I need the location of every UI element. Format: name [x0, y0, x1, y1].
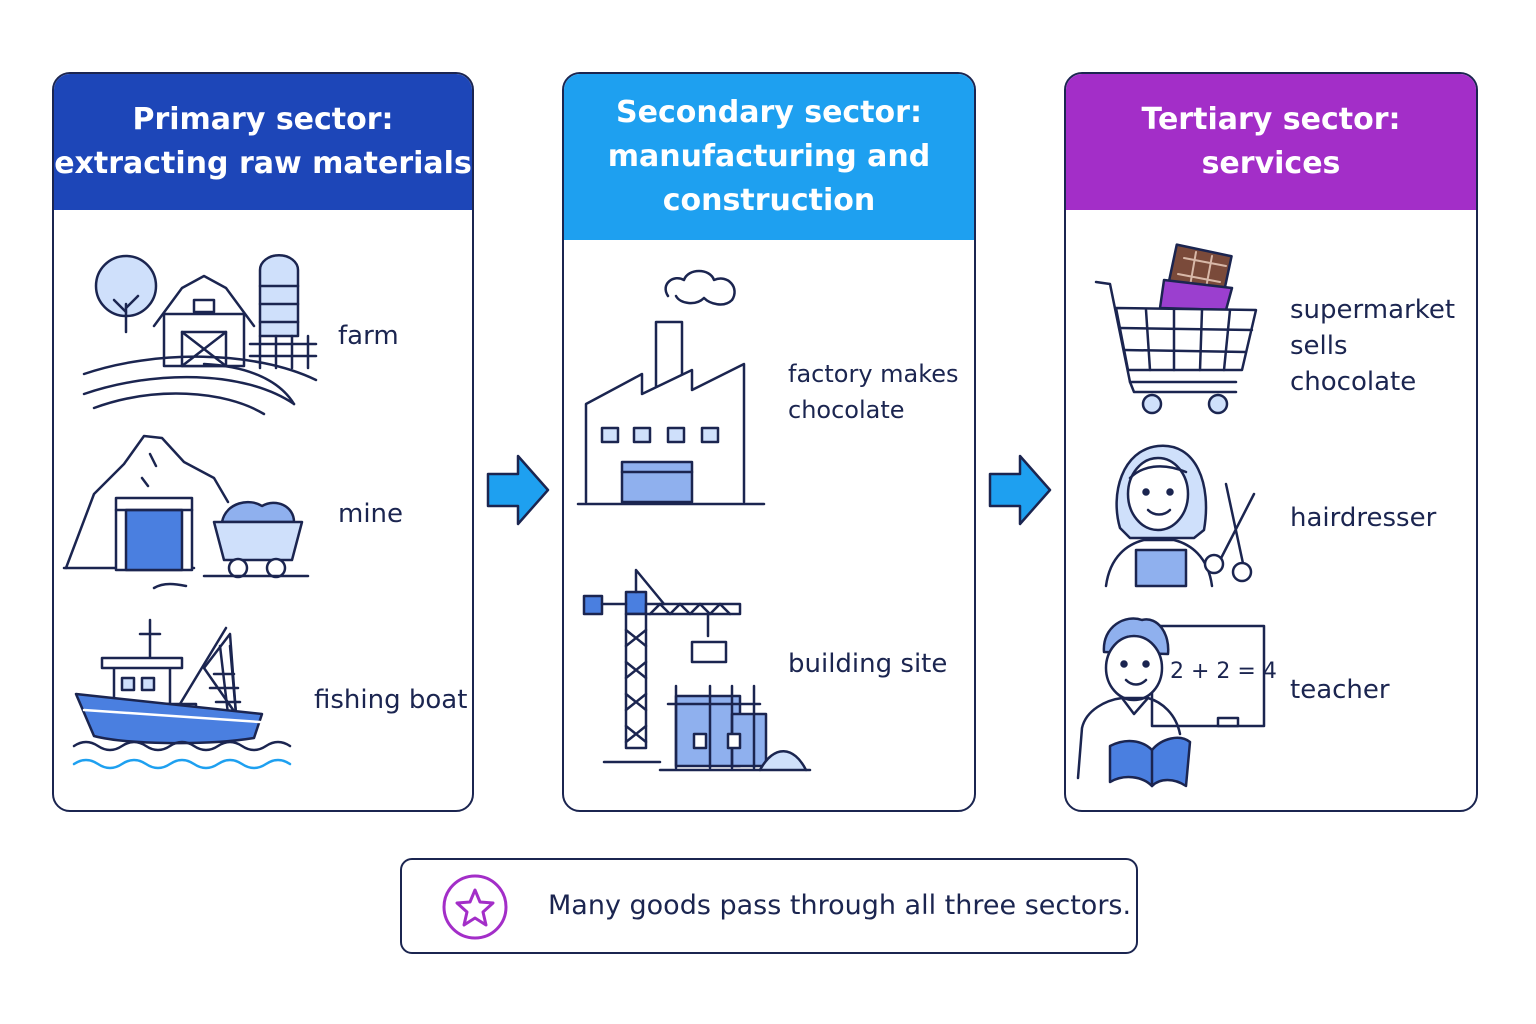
factory-icon — [576, 269, 766, 506]
star-icon — [442, 874, 508, 940]
farm-icon — [82, 254, 318, 416]
arrow-right-icon — [486, 454, 550, 526]
teacher-label: teacher — [1290, 675, 1390, 705]
shopping-cart-icon — [1094, 243, 1258, 415]
crane-icon — [582, 568, 812, 772]
mine-icon — [62, 434, 310, 590]
fishing-boat-icon — [72, 618, 292, 770]
arrow-right-icon — [988, 454, 1052, 526]
secondary-sector-header: Secondary sector: manufacturing and cons… — [564, 74, 974, 240]
teacher-icon — [1076, 617, 1266, 788]
mine-label: mine — [338, 499, 404, 529]
fishing-boat-label: fishing boat — [314, 685, 468, 715]
tertiary-sector-header: Tertiary sector: services — [1066, 74, 1476, 210]
summary-note: Many goods pass through all three sector… — [400, 858, 1138, 954]
supermarket-label: supermarket sells chocolate — [1290, 295, 1456, 397]
farm-label: farm — [338, 321, 399, 351]
summary-note-text: Many goods pass through all three sector… — [548, 890, 1132, 921]
teacher-board-text: 2 + 2 = 4 — [1170, 659, 1277, 684]
secondary-sector-subtitle-line1: manufacturing and — [607, 139, 931, 174]
hairdresser-label: hairdresser — [1290, 503, 1437, 533]
tertiary-sector-title: Tertiary sector: — [1141, 102, 1401, 137]
secondary-sector-title: Secondary sector: — [616, 95, 922, 130]
secondary-sector-subtitle-line2: construction — [662, 183, 876, 218]
primary-sector-title: Primary sector: — [132, 102, 394, 137]
factory-label: factory makes chocolate — [788, 360, 959, 424]
primary-sector-subtitle: extracting raw materials — [54, 146, 472, 181]
tertiary-sector-panel: Tertiary sector: services — [1064, 72, 1478, 812]
hairdresser-icon — [1104, 444, 1256, 588]
primary-sector-header: Primary sector: extracting raw materials — [54, 74, 472, 210]
tertiary-sector-subtitle: services — [1201, 146, 1341, 181]
building-site-label: building site — [788, 649, 948, 679]
primary-sector-panel: Primary sector: extracting raw materials — [52, 72, 474, 812]
secondary-sector-panel: Secondary sector: manufacturing and cons… — [562, 72, 976, 812]
